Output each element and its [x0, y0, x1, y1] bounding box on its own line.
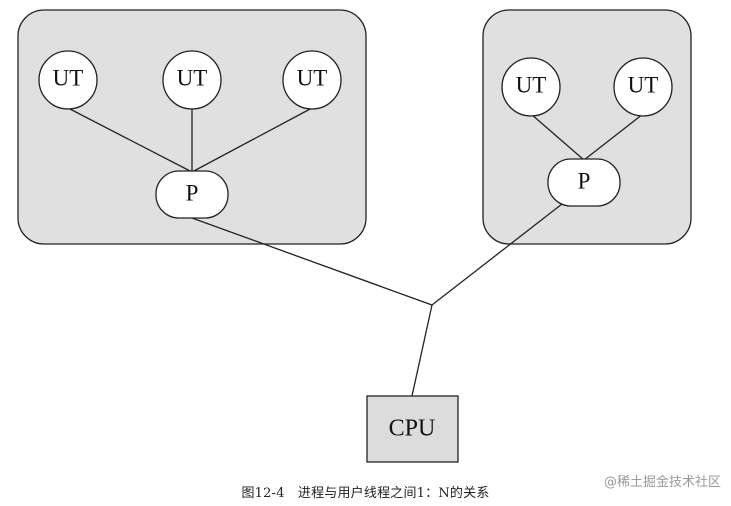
user-thread-node: UT	[38, 50, 98, 110]
edge-ut5-p2	[583, 113, 644, 161]
user-thread-label: UT	[628, 72, 659, 97]
user-thread-node: UT	[162, 50, 222, 110]
user-thread-label: UT	[516, 72, 547, 97]
user-thread-node: UT	[613, 57, 673, 117]
process-node: P	[155, 170, 229, 219]
edge-ut3-p1	[191, 107, 313, 173]
watermark: @稀土掘金技术社区	[603, 475, 721, 490]
user-thread-node: UT	[501, 57, 561, 117]
cpu-node: CPU	[366, 395, 459, 463]
edge-junction-cpu	[411, 304, 433, 397]
process-label: P	[578, 168, 591, 193]
edge-p1-junction	[191, 217, 433, 306]
figure-caption: 图12-4 进程与用户线程之间1：N的关系	[241, 486, 490, 501]
cpu-label: CPU	[389, 416, 436, 442]
process-label: P	[186, 180, 199, 205]
edge-ut4-p2	[530, 113, 585, 161]
process-node: P	[547, 158, 621, 207]
user-thread-label: UT	[177, 65, 208, 90]
user-thread-label: UT	[297, 65, 328, 90]
user-thread-node: UT	[282, 50, 342, 110]
process-group-2-box	[482, 9, 692, 245]
user-thread-label: UT	[53, 65, 84, 90]
edge-p2-junction	[431, 203, 563, 306]
edge-ut1-p1	[67, 107, 193, 173]
